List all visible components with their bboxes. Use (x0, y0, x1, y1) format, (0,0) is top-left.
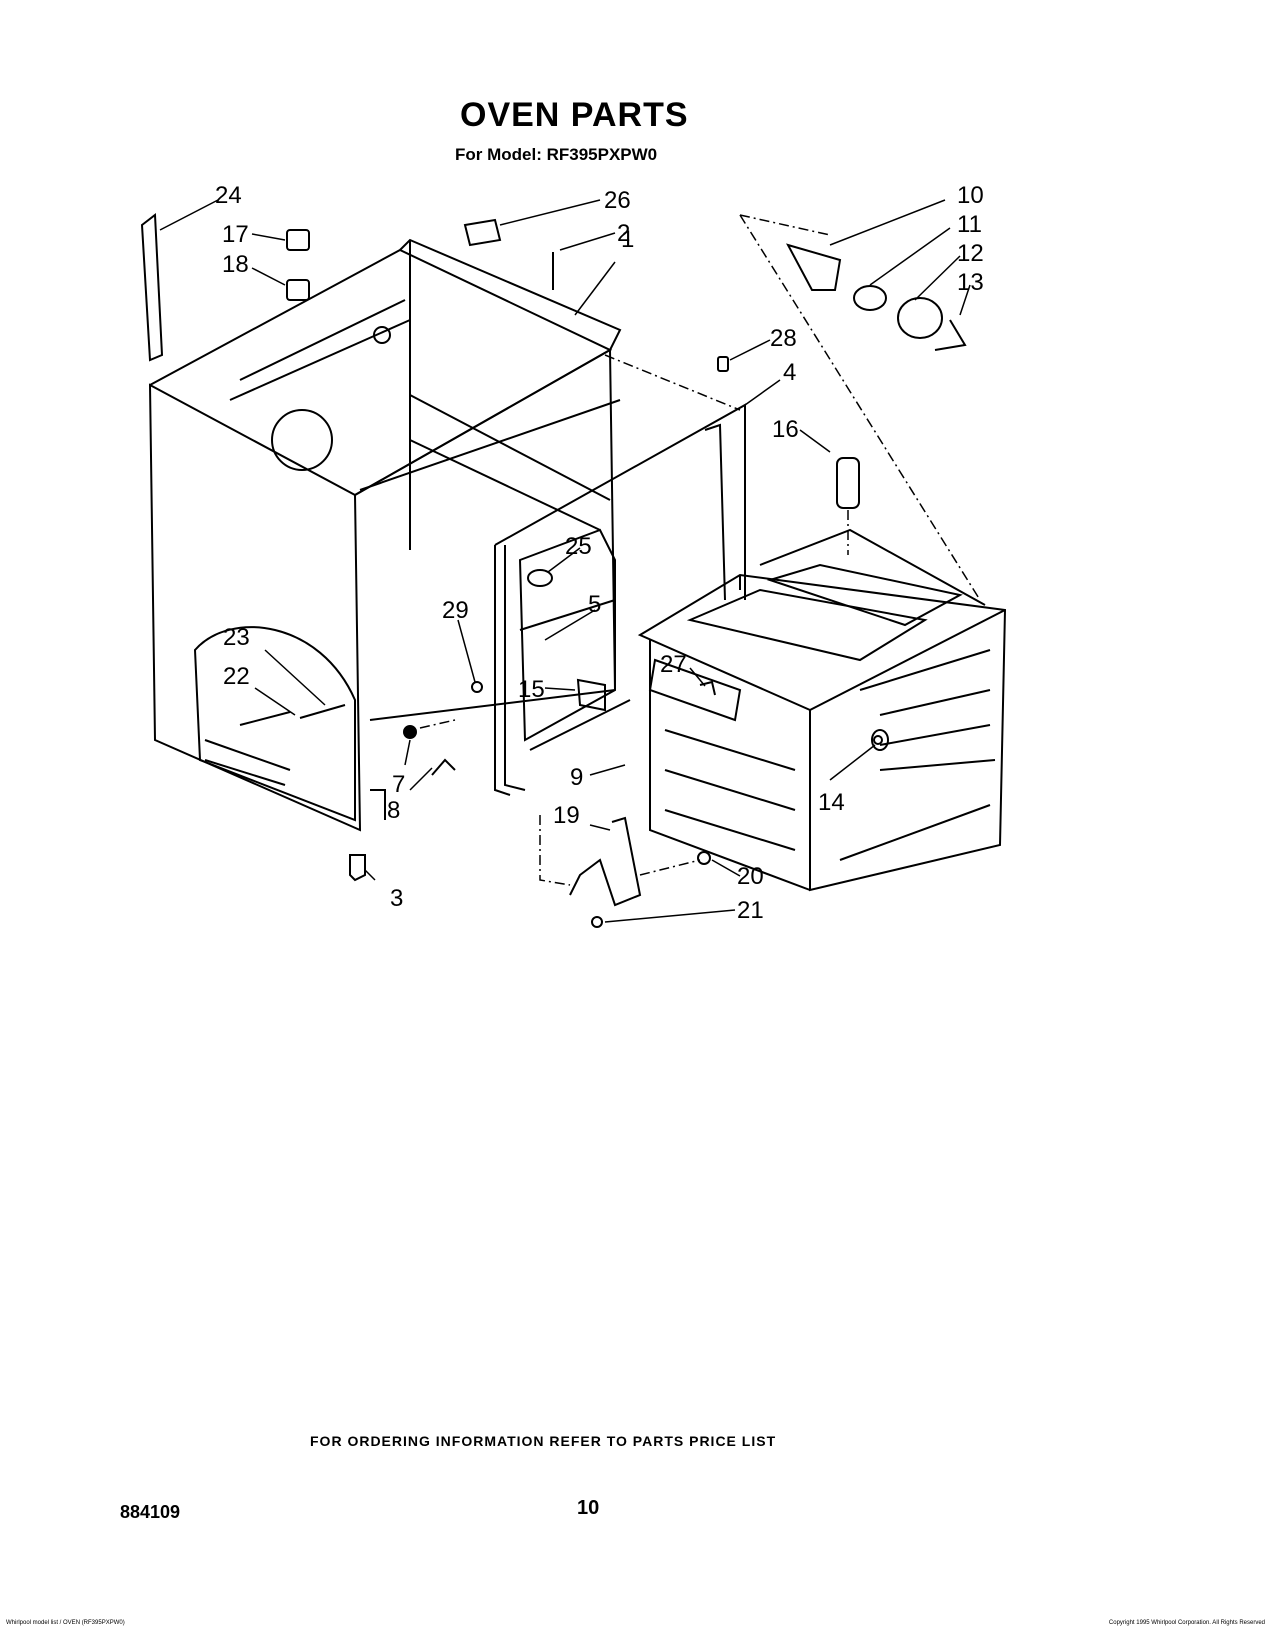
callout-2: 2 (617, 220, 630, 247)
leader-lines (159, 199, 971, 923)
part-14-light-icon (873, 735, 883, 745)
part-28-plug-icon (717, 356, 729, 372)
fine-print-right: Copyright 1995 Whirlpool Corporation. Al… (1108, 1620, 1265, 1626)
part-10-light-housing-icon (786, 243, 842, 291)
part-16-sensor-icon (836, 457, 860, 509)
part-12-lens-icon (897, 297, 943, 339)
fine-print-left: Whirlpool model list / OVEN (RF395PXPW0) (6, 1620, 125, 1626)
callout-7: 7 (392, 771, 405, 798)
page-number: 10 (577, 1497, 600, 1519)
model-subtitle: For Model: RF395PXPW0 (455, 145, 658, 164)
oven-cabinet (148, 238, 622, 832)
document-number: 884109 (120, 1502, 181, 1522)
page-title: OVEN PARTS (460, 96, 689, 134)
callout-26: 26 (604, 187, 631, 214)
callout-12: 12 (957, 240, 984, 267)
callout-23: 23 (223, 624, 250, 651)
callout-18: 18 (222, 251, 249, 278)
callout-17: 17 (222, 221, 249, 248)
part-3-leveling-leg-icon (349, 854, 366, 882)
callout-9: 9 (570, 764, 583, 791)
part-23-element-icon (299, 704, 346, 719)
part-27-clip-icon (699, 680, 716, 696)
callout-labels: 1 2 3 4 5 7 8 9 10 11 12 13 14 15 16 17 … (215, 182, 984, 924)
part-13-wire-clip-icon (934, 319, 967, 351)
callout-27: 27 (660, 651, 687, 678)
callout-20: 20 (737, 863, 764, 890)
callout-13: 13 (957, 269, 984, 296)
part-26-clip-icon (463, 218, 502, 247)
callout-16: 16 (772, 416, 799, 443)
assembly-lines (419, 214, 981, 886)
callout-21: 21 (737, 897, 764, 924)
callout-25: 25 (565, 533, 592, 560)
part-7-nut-icon (403, 725, 417, 739)
ordering-note: FOR ORDERING INFORMATION REFER TO PARTS … (310, 1433, 777, 1449)
callout-1: 1 (621, 226, 634, 253)
callout-5: 5 (588, 591, 601, 618)
front-frame (494, 403, 746, 796)
part-21-screw-icon (591, 916, 603, 928)
callout-19: 19 (553, 802, 580, 829)
part-29-nut-icon (471, 681, 483, 693)
callout-29: 29 (442, 597, 469, 624)
part-19-hinge-icon (569, 816, 642, 907)
part-24-bracket-icon (140, 213, 164, 362)
part-17-switch-icon (286, 229, 310, 251)
callout-22: 22 (223, 663, 250, 690)
callout-4: 4 (783, 359, 796, 386)
callout-28: 28 (770, 325, 797, 352)
oven-liner (637, 528, 1007, 892)
part-18-switch-icon (286, 279, 310, 301)
part-8-clip-icon (431, 758, 456, 776)
part-22-element-icon (239, 711, 291, 726)
callout-10: 10 (957, 182, 984, 209)
callout-11: 11 (957, 211, 982, 238)
part-15-bracket-icon (576, 678, 606, 712)
callout-15: 15 (518, 676, 545, 703)
callout-3: 3 (390, 885, 403, 912)
part-20-screw-icon (697, 851, 711, 865)
callout-24: 24 (215, 182, 242, 209)
part-11-bulb-icon (853, 285, 887, 311)
part-25-grommet-icon (527, 569, 553, 587)
callout-14: 14 (818, 789, 845, 816)
callout-8: 8 (387, 797, 400, 824)
